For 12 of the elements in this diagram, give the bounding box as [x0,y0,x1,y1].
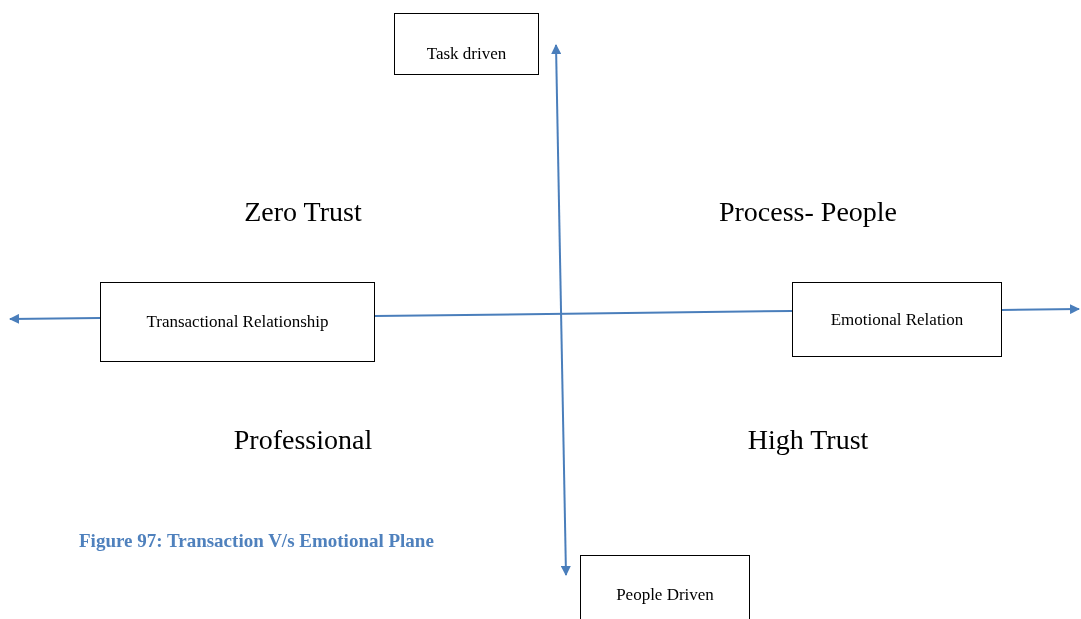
quadrant-label: Process- People [718,195,898,229]
label-box: Transactional Relationship [100,282,375,362]
quadrant-label: Professional [233,423,373,457]
label-box: People Driven [580,555,750,619]
connector-arrow [9,313,101,324]
label-box: Task driven [394,13,539,75]
quadrant-label: High Trust [747,423,869,457]
connector-arrow [551,44,571,576]
connector-arrow [1001,304,1080,315]
label-box: Emotional Relation [792,282,1002,357]
figure-caption: Figure 97: Transaction V/s Emotional Plane [79,529,434,553]
quadrant-label: Zero Trust [244,195,362,229]
